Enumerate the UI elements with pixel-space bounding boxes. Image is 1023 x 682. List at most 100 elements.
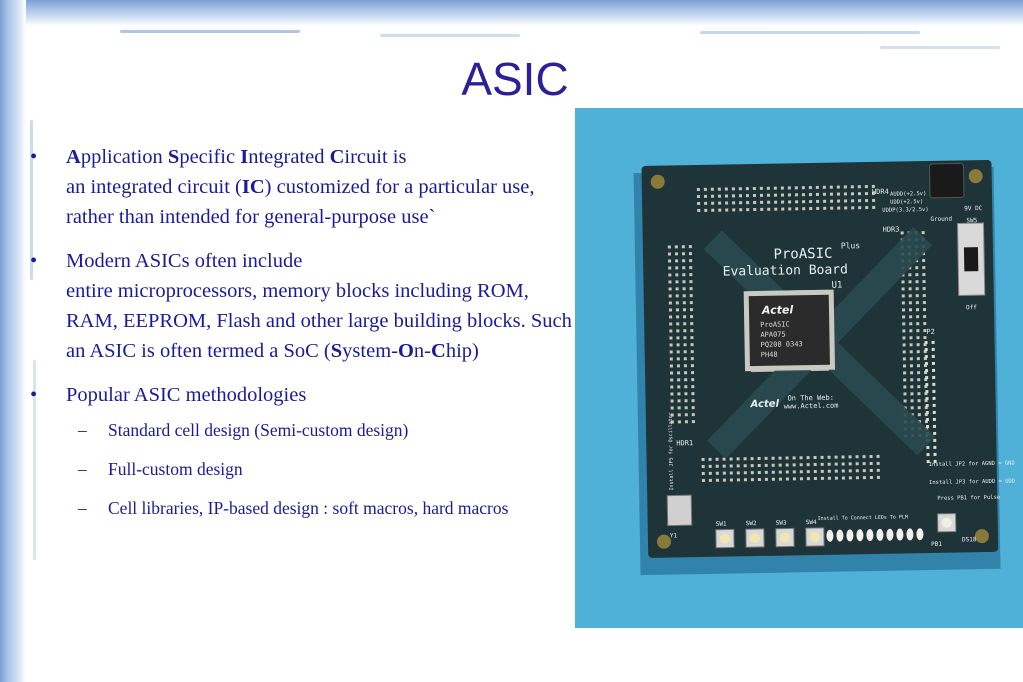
header-pin — [736, 471, 740, 475]
slide-frame-left — [0, 0, 26, 682]
sub-bullet-marker: – — [78, 420, 87, 440]
header-pin — [722, 457, 726, 461]
header-pin — [843, 185, 847, 189]
led — [826, 529, 834, 542]
power-label: UDD(+2.5v) — [890, 199, 923, 206]
header-pin — [736, 457, 740, 461]
header-pin — [696, 187, 700, 192]
header-pin — [675, 301, 679, 305]
bullet-marker: • — [30, 146, 38, 168]
header-pin — [683, 329, 687, 333]
header-pin — [902, 357, 906, 361]
pin-headers — [667, 184, 937, 482]
header-pin — [683, 315, 687, 319]
header-pin — [908, 308, 913, 312]
header-pin — [829, 192, 833, 196]
header-pin — [668, 280, 672, 284]
header-pin — [708, 478, 712, 482]
header-pin — [690, 350, 694, 354]
header-pin — [684, 385, 688, 389]
header-pin — [836, 185, 840, 189]
led — [876, 528, 884, 541]
header-pin — [909, 315, 913, 319]
header-pin — [667, 245, 671, 249]
push-switch-label: SW2 — [746, 520, 757, 527]
header-pin — [933, 424, 937, 428]
header-pin — [764, 470, 768, 474]
header-pin — [922, 266, 926, 270]
pcb-board: ProASIC Plus Evaluation Board Actel ProA… — [641, 159, 1015, 558]
power-switch-slider — [963, 247, 979, 272]
switch-label: SW5 — [966, 217, 977, 224]
header-pin — [668, 294, 672, 298]
header-pin — [682, 287, 686, 291]
header-pin — [677, 413, 681, 417]
header-pin — [816, 199, 820, 203]
header-pin — [691, 385, 695, 389]
header-pin — [708, 457, 712, 461]
header-pin — [917, 385, 921, 389]
push-switch-label: SW1 — [716, 521, 727, 528]
sub-bullet-marker: – — [78, 498, 87, 518]
header-pin — [691, 371, 695, 375]
header-pin — [915, 273, 919, 277]
header-pin — [823, 206, 827, 210]
led — [916, 528, 924, 541]
bold-initial: C — [329, 146, 345, 168]
header-pin — [746, 201, 750, 205]
header-pin — [691, 420, 695, 424]
footer-web-1: On The Web: — [787, 394, 833, 403]
header-pin — [675, 259, 679, 263]
header-pin — [711, 208, 715, 212]
header-pin — [683, 350, 687, 354]
chip-marking-line: ProASIC — [760, 320, 790, 329]
header-pin — [701, 471, 705, 475]
header-pin — [725, 201, 729, 205]
chip-marking-line: PH48 — [761, 351, 778, 359]
header-pin — [823, 199, 827, 203]
header-pin — [794, 193, 799, 197]
led — [896, 528, 904, 541]
header-pin — [771, 463, 775, 467]
header-pin — [869, 455, 873, 459]
header-pin — [715, 457, 719, 461]
board-title-line2: Evaluation Board — [723, 262, 848, 279]
header-pin — [683, 322, 687, 326]
header-pin — [732, 208, 736, 212]
header-pin — [869, 469, 873, 473]
header-pin — [922, 287, 926, 291]
header-pin — [806, 470, 810, 474]
header-pin — [684, 413, 688, 417]
header-pin — [683, 357, 687, 361]
header-pin — [732, 201, 736, 205]
text-run: Modern ASICs often include — [66, 250, 303, 272]
text-run: pecific — [179, 146, 241, 168]
header-pin — [916, 350, 920, 354]
header-pin — [668, 259, 672, 263]
header-pin — [773, 186, 777, 190]
frame-stroke — [120, 30, 300, 33]
header-pin — [669, 357, 673, 361]
header-pin — [876, 475, 880, 479]
header-pin — [788, 200, 792, 204]
header-pin — [916, 357, 920, 361]
header-pin — [924, 362, 928, 366]
header-pin — [820, 462, 824, 466]
fpga-chip — [748, 294, 830, 367]
header-pin — [690, 329, 694, 333]
header-pin — [684, 420, 688, 424]
header-pin — [669, 350, 673, 354]
header-pin — [932, 417, 936, 421]
header-pin — [924, 355, 928, 359]
header-pin — [724, 187, 728, 191]
header-pin — [787, 186, 791, 190]
header-pin — [670, 413, 674, 417]
bullet-text: Popular ASIC methodologies — [66, 384, 306, 406]
header-pin — [926, 453, 930, 457]
header-pin — [926, 446, 930, 450]
header-pin — [916, 336, 920, 340]
header-pin — [701, 478, 705, 482]
header-pin — [827, 462, 831, 466]
header-pin — [739, 201, 743, 205]
